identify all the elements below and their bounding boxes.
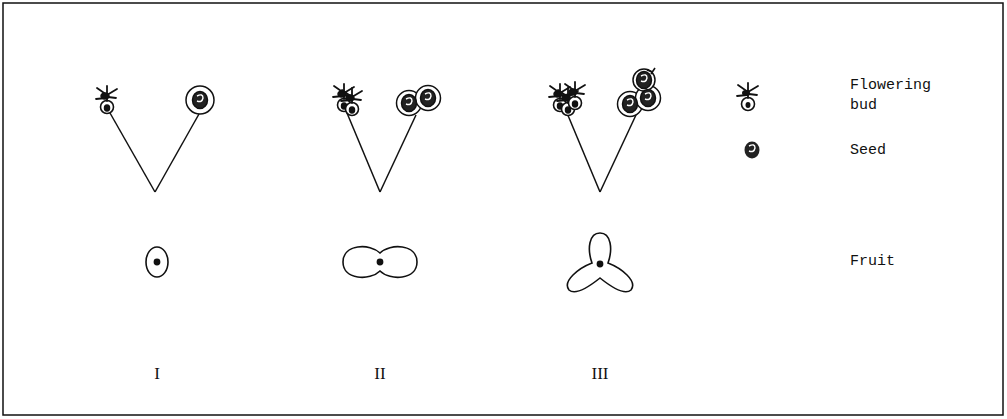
plant-three xyxy=(549,68,661,192)
legend-text: Seed xyxy=(850,141,945,161)
stage-label: I xyxy=(154,364,160,384)
stage-label: II xyxy=(374,364,385,384)
legend-entry: Fruit xyxy=(850,252,945,272)
plant-two xyxy=(333,84,441,192)
fruits xyxy=(146,233,633,292)
stage-label: III xyxy=(592,364,609,384)
legend-text: Fruit xyxy=(850,252,945,272)
legend-entry: Seed xyxy=(850,141,945,161)
legend-text: Flowering bud xyxy=(850,76,945,116)
frame xyxy=(3,3,1003,415)
legend-entry: Flowering bud xyxy=(850,76,945,116)
plant-one xyxy=(96,86,214,192)
seed-symbol xyxy=(745,142,760,159)
bud-symbol xyxy=(737,83,758,111)
